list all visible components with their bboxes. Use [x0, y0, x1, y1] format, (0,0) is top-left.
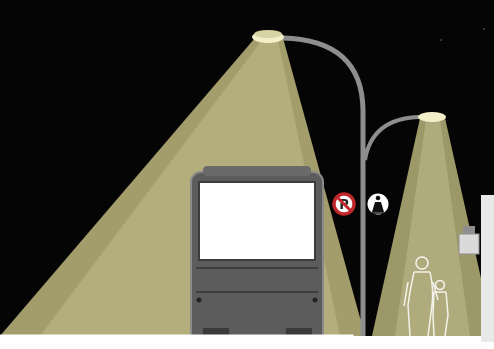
- star: [440, 39, 442, 41]
- sidewalk-lamp-head: [418, 112, 446, 122]
- bus-roof: [203, 166, 311, 176]
- main-lamp-housing: [254, 30, 282, 38]
- no-parking-sign: P: [334, 194, 354, 214]
- bus-rear-window: [199, 182, 315, 260]
- bus-tail-light-left: [197, 298, 202, 303]
- bus-tail-light-right: [313, 298, 318, 303]
- pedestrian-sign: [368, 194, 388, 214]
- sidewalk: [352, 336, 494, 349]
- building-edge: [481, 195, 494, 342]
- wall-box-mount: [463, 226, 475, 234]
- road-edge: [0, 336, 352, 349]
- bus: [191, 166, 323, 342]
- wall-box: [459, 234, 479, 254]
- star: [483, 28, 485, 30]
